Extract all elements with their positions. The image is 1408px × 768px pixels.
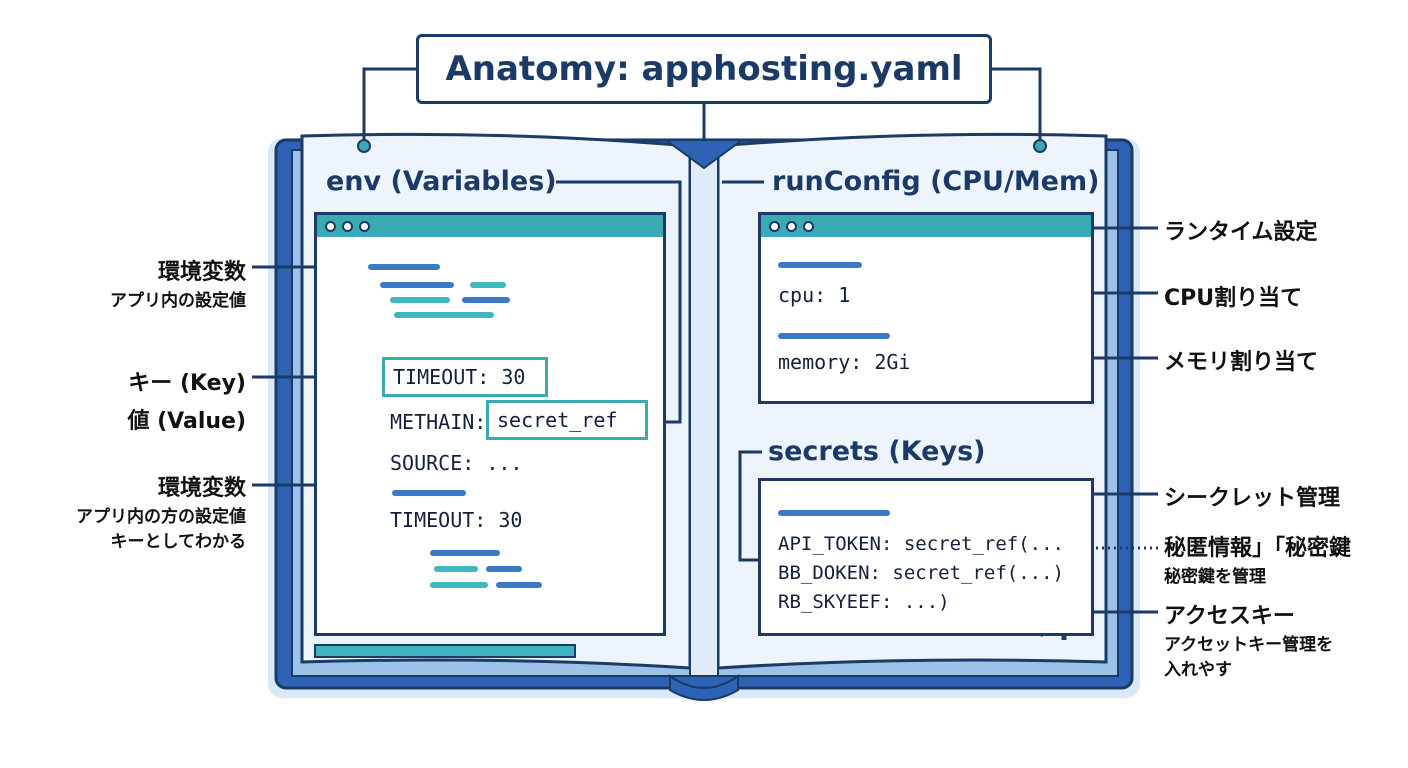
window-dot (803, 220, 814, 232)
diagram-title: Anatomy: apphosting.yaml (445, 49, 963, 89)
annotation-env-main: 環境変数 (157, 260, 246, 285)
annotation-memory: メモリ割り当て (1164, 350, 1319, 375)
runconfig-section-title: runConfig (CPU/Mem) (772, 166, 1100, 197)
code-rb-skyeef-line: RB_SKYEEF: ...) (778, 591, 950, 613)
code-source-line: SOURCE: ... (390, 451, 523, 475)
annotation-key-value: キー (Key) 値 (Value) (20, 365, 246, 435)
code-line-placeholder (778, 510, 890, 516)
code-line-placeholder (496, 582, 542, 588)
code-line-placeholder (462, 297, 510, 303)
code-line-placeholder (434, 566, 478, 572)
annotation-access-key-sub1: アクセットキー管理を (1164, 635, 1334, 655)
title-box: Anatomy: apphosting.yaml (416, 34, 992, 104)
annotation-env-sub: アプリ内の設定値 (110, 291, 246, 311)
code-line-placeholder (394, 312, 494, 318)
code-bb-doken-line: BB_DOKEN: secret_ref(...) (778, 562, 1064, 584)
window-dot (325, 220, 336, 232)
code-line-placeholder (778, 333, 890, 339)
timeout-key-value-box: TIMEOUT: 30 (382, 357, 548, 397)
code-line-placeholder (430, 582, 488, 588)
annotation-env-2: 環境変数 アプリ内の方の設定値 キーとしてわかる (20, 470, 246, 552)
window-dot (769, 220, 780, 232)
code-line-placeholder (368, 264, 440, 270)
annotation-secret-info-main: 秘匿情報」「秘密鍵 (1164, 536, 1352, 561)
annotation-cpu: CPU割り当て (1164, 286, 1303, 311)
code-line-placeholder (470, 282, 506, 288)
code-memory-line: memory: 2Gi (778, 350, 911, 374)
window-title-bar (761, 215, 1091, 237)
code-cpu-line: cpu: 1 (778, 283, 851, 307)
runconfig-code-window (758, 212, 1094, 404)
window-title-bar (317, 215, 663, 237)
code-line-placeholder (778, 262, 862, 268)
annotation-access-key-main: アクセスキー (1164, 604, 1295, 629)
window-dot (342, 220, 353, 232)
scroll-bar (314, 644, 576, 658)
code-line-placeholder (392, 490, 466, 496)
annotation-value-sub: 値 (Value) (127, 409, 246, 434)
secrets-section-title: secrets (Keys) (768, 436, 986, 467)
annotation-env2-sub2: キーとしてわかる (110, 532, 247, 552)
window-dot (786, 220, 797, 232)
annotation-env2-main: 環境変数 (157, 476, 246, 501)
env-section-title: env (Variables) (326, 166, 557, 197)
code-timeout-line: TIMEOUT: 30 (390, 508, 523, 532)
code-api-token-line: API_TOKEN: secret_ref(... (778, 533, 1064, 555)
annotation-access-key-sub2: 入れやす (1164, 660, 1232, 680)
code-line-placeholder (430, 550, 500, 556)
annotation-env2-sub1: アプリ内の方の設定値 (76, 507, 246, 527)
annotation-key-main: キー (Key) (128, 371, 246, 396)
window-dot (359, 220, 370, 232)
annotation-secret-management: シークレット管理 (1164, 486, 1341, 511)
code-line-placeholder (390, 297, 450, 303)
secrets-code-window (758, 478, 1094, 636)
secret-ref-value-box: secret_ref (486, 400, 648, 440)
annotation-runtime: ランタイム設定 (1164, 220, 1318, 245)
code-meth-key: METHAIN: (390, 410, 487, 434)
annotation-access-key: アクセスキー アクセットキー管理を 入れやす (1164, 598, 1333, 680)
annotation-secret-info-sub: 秘密鍵を管理 (1164, 567, 1266, 587)
annotation-secret-info: 秘匿情報」「秘密鍵 秘密鍵を管理 (1164, 530, 1351, 587)
annotation-env: 環境変数 アプリ内の設定値 (20, 254, 246, 311)
code-line-placeholder (486, 566, 522, 572)
code-line-placeholder (380, 282, 454, 288)
